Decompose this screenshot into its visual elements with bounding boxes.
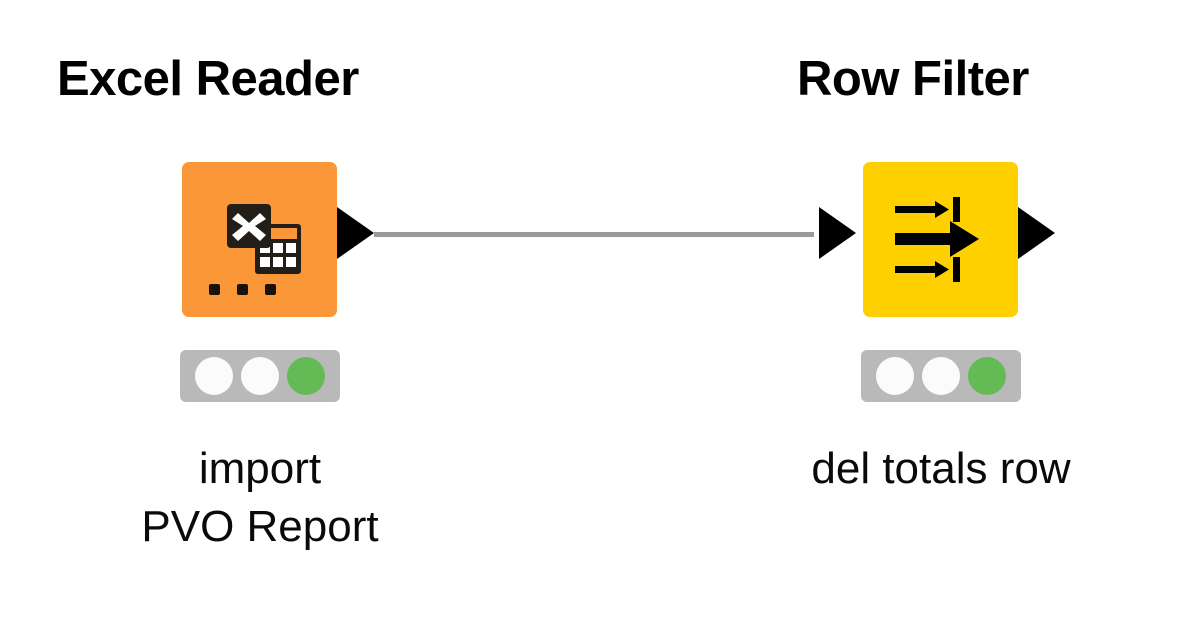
status-led-executed [968, 357, 1006, 395]
node-label-line: PVO Report [141, 502, 379, 552]
status-led-configure [195, 357, 233, 395]
node-label-line: import [198, 444, 322, 493]
status-bar-excel-reader [180, 350, 340, 402]
node-body-row-filter[interactable] [863, 162, 1018, 317]
status-led-queued [241, 357, 279, 395]
status-led-queued [922, 357, 960, 395]
node-title-row-filter: Row Filter [797, 52, 1029, 106]
node-label-line: del totals row [811, 444, 1071, 493]
connection-excel-reader-to-row-filter[interactable] [374, 232, 814, 237]
row-filter-arrows-icon [895, 197, 979, 282]
excel-spreadsheet-icon [227, 204, 301, 274]
node-label-excel-reader: import PVO Report [60, 440, 460, 556]
node-label-row-filter: del totals row [741, 440, 1141, 498]
status-led-configure [876, 357, 914, 395]
status-led-executed [287, 357, 325, 395]
node-body-excel-reader[interactable] [182, 162, 337, 317]
status-bar-row-filter [861, 350, 1021, 402]
node-title-excel-reader: Excel Reader [57, 52, 359, 106]
node-options-dots-icon [209, 284, 276, 295]
output-port-row-filter[interactable] [1018, 207, 1055, 259]
input-port-row-filter[interactable] [819, 207, 856, 259]
output-port-excel-reader[interactable] [337, 207, 374, 259]
